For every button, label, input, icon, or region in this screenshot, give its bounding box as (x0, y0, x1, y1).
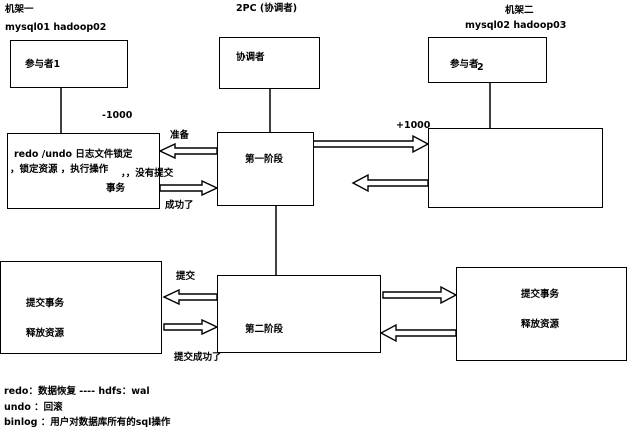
note-redo: redo：数据恢复 ---- hdfs：wal (4, 386, 150, 397)
arrow-to-participant2 (312, 134, 430, 154)
plus-1000-label: +1000 (396, 120, 431, 131)
arrow-from-participant2 (351, 173, 429, 193)
arrow-success-right (159, 179, 219, 197)
prepare-label: 准备 (170, 130, 190, 141)
commit-label: 提交 (176, 271, 196, 282)
left-top-line2: ，锁定资源 ，执行操作 (10, 164, 109, 175)
participant2-box: 参与者 2 (428, 37, 547, 83)
minus-1000-label: -1000 (102, 110, 133, 121)
participant2-label: 参与者 (450, 59, 479, 70)
left-bottom-line1: 提交事务 (26, 298, 65, 309)
rack-two-title: 机架二 (505, 5, 534, 16)
left-top-line4: 事务 (106, 183, 126, 194)
coordinator-label: 协调者 (236, 52, 265, 63)
participant2-subscript: 2 (477, 62, 484, 73)
left-top-line1: redo /undo 日志文件锁定 (14, 149, 133, 160)
rack-two-hosts: mysql02 hadoop03 (465, 20, 567, 31)
participant1-label: 参与者1 (25, 59, 61, 70)
rack-one-hosts: mysql01 hadoop02 (5, 22, 107, 33)
participant1-box: 参与者1 (10, 40, 128, 88)
note-undo: undo ：回滚 (4, 402, 63, 413)
rack-one-title: 机架一 (5, 4, 34, 15)
phase2-box: 第二阶段 (217, 275, 381, 353)
phase1-box: 第一阶段 (217, 132, 314, 206)
success-label: 成功了 (165, 200, 194, 211)
phase2-label: 第二阶段 (245, 324, 284, 335)
arrow-commit-to-participant2 (382, 285, 458, 305)
right-bottom-line1: 提交事务 (521, 289, 560, 300)
right-commit-box: 提交事务 释放资源 (456, 267, 627, 361)
coordinator-box: 协调者 (219, 37, 320, 89)
right-participant2-state-box (428, 128, 603, 208)
commit-success-label: 提交成功了 (174, 352, 222, 363)
arrow-commit-left (162, 288, 218, 306)
note-binlog: binlog ：用户对数据库所有的sql操作 (4, 417, 171, 428)
phase1-label: 第一阶段 (245, 154, 284, 165)
coordinator-header: 2PC (协调者) (236, 3, 298, 14)
left-bottom-line2: 释放资源 (26, 328, 65, 339)
arrow-commit-from-participant2 (379, 323, 457, 343)
left-commit-box: 提交事务 释放资源 (0, 261, 162, 354)
arrow-prepare-left (158, 142, 218, 160)
right-bottom-line2: 释放资源 (521, 319, 560, 330)
arrow-commit-success-right (163, 318, 219, 336)
left-top-line3: ，，没有提交 (121, 168, 174, 179)
left-participant1-state-box: redo /undo 日志文件锁定 ，锁定资源 ，执行操作 ，，没有提交 事务 (7, 133, 173, 209)
